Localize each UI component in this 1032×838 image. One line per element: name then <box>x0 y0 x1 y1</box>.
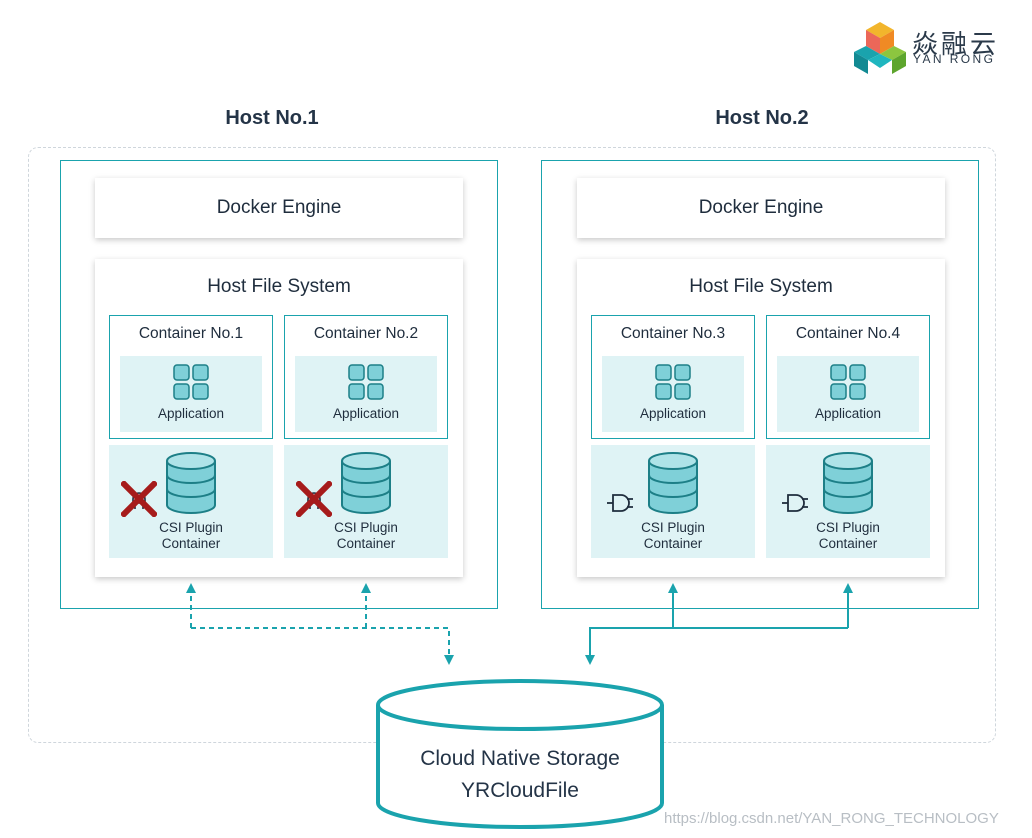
csi-plugin-container-1: CSI Plugin Container <box>109 445 273 558</box>
application-grid-icon <box>655 364 691 400</box>
database-icon <box>341 452 391 514</box>
container-label: Container No.3 <box>620 325 726 342</box>
host-1-dashed-link <box>186 583 454 665</box>
container-label: Container No.2 <box>313 325 419 342</box>
csi-plugin-label: CSI Plugin Container <box>334 520 398 551</box>
application-label: Application <box>814 406 882 421</box>
host-2-solid-link <box>585 583 853 665</box>
storage-name-line1: Cloud Native Storage <box>420 747 620 770</box>
broken-plug-icon <box>121 481 157 517</box>
csi-plugin-label: CSI Plugin Container <box>159 520 223 551</box>
application-label: Application <box>332 406 400 421</box>
application-area: Application <box>602 356 744 432</box>
database-icon <box>648 452 698 514</box>
application-grid-icon <box>173 364 209 400</box>
container-2: Container No.2 Application <box>284 315 448 439</box>
docker-engine-label: Docker Engine <box>216 197 342 218</box>
application-label: Application <box>639 406 707 421</box>
csi-plugin-container-3: CSI Plugin Container <box>591 445 755 558</box>
csi-plugin-container-4: CSI Plugin Container <box>766 445 930 558</box>
container-label: Container No.1 <box>138 325 244 342</box>
database-icon <box>823 452 873 514</box>
database-icon <box>166 452 216 514</box>
logo-name-en: YAN RONG <box>913 52 996 66</box>
csi-plugin-label: CSI Plugin Container <box>816 520 880 551</box>
host-file-system-label: Host File System <box>207 276 351 297</box>
plug-icon <box>607 494 633 512</box>
cloud-storage-cylinder-icon <box>376 679 664 829</box>
container-4: Container No.4 Application <box>766 315 930 439</box>
host-2-docker-engine: Docker Engine <box>577 178 945 238</box>
plug-icon <box>782 494 808 512</box>
container-label: Container No.4 <box>795 325 901 342</box>
container-3: Container No.3 Application <box>591 315 755 439</box>
logo-name-zh: 焱融云 <box>912 29 1000 59</box>
broken-plug-icon <box>296 481 332 517</box>
container-1: Container No.1 Application <box>109 315 273 439</box>
application-area: Application <box>120 356 262 432</box>
docker-engine-label: Docker Engine <box>698 197 824 218</box>
host-2-title: Host No.2 <box>715 107 809 129</box>
application-area: Application <box>295 356 437 432</box>
storage-name-line2: YRCloudFile <box>461 779 579 802</box>
csi-plugin-label: CSI Plugin Container <box>641 520 705 551</box>
host-1-docker-engine: Docker Engine <box>95 178 463 238</box>
yanrong-logo-icon <box>854 22 906 74</box>
host-file-system-label: Host File System <box>689 276 833 297</box>
csi-plugin-container-2: CSI Plugin Container <box>284 445 448 558</box>
watermark-url: https://blog.csdn.net/YAN_RONG_TECHNOLOG… <box>664 810 999 827</box>
host-1-title: Host No.1 <box>225 107 319 129</box>
application-area: Application <box>777 356 919 432</box>
application-grid-icon <box>348 364 384 400</box>
application-grid-icon <box>830 364 866 400</box>
application-label: Application <box>157 406 225 421</box>
